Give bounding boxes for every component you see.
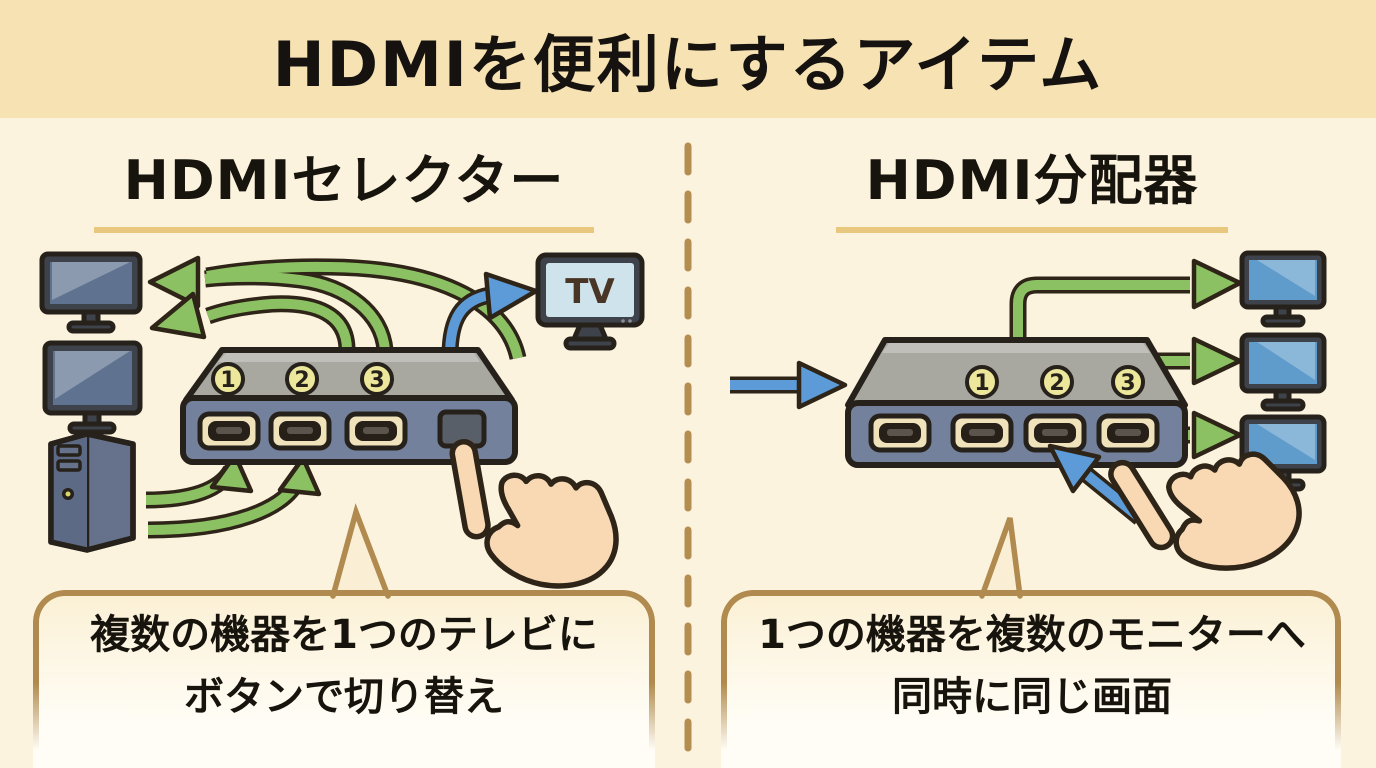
pointing-hand-icon (449, 439, 619, 589)
out-3-label: 3 (1120, 371, 1135, 396)
splitter-caption-bubble-border (721, 590, 1341, 768)
selector-caption-bubble (33, 590, 655, 768)
hdmi-selector-device: 1 2 3 (180, 347, 518, 465)
title-band: HDMIを便利にするアイテム (0, 0, 1376, 118)
blue-arrow-input (730, 360, 848, 410)
monitor-icon-2 (42, 340, 143, 435)
port-1-label: 1 (220, 368, 235, 393)
monitor-icon-1 (39, 251, 143, 334)
out-1-label: 1 (974, 371, 989, 396)
selector-caption-line-1: 複数の機器を1つのテレビに (90, 612, 598, 658)
splitter-caption-bubble (721, 590, 1341, 768)
splitter-caption: 1つの機器を複数のモニターへ 同時に同じ画面 (688, 604, 1376, 728)
selector-caption-line-2: ボタンで切り替え (184, 674, 504, 720)
hdmi-ports (197, 411, 408, 451)
green-arrow-to-monitor-2 (149, 291, 356, 351)
green-arrow-from-pc-1 (145, 452, 254, 509)
blue-arrow-to-tv (441, 271, 539, 357)
selector-bubble-tail (330, 503, 391, 599)
monitor-icon-2 (1239, 332, 1327, 412)
selector-heading-text: HDMIセレクター (93, 136, 595, 233)
green-arrow-from-pc-2 (147, 455, 322, 539)
hdmi-splitter-device: 1 2 3 (845, 337, 1188, 468)
splitter-heading: HDMI分配器 (688, 136, 1376, 233)
hdmi-ports (868, 413, 1160, 453)
panel-hdmi-selector: HDMIセレクター (0, 118, 688, 768)
selector-caption: 複数の機器を1つのテレビに ボタンで切り替え (0, 604, 688, 728)
selector-illustration: 1 2 3 (39, 251, 645, 599)
output-number-badges: 1 2 3 (965, 365, 1145, 399)
splitter-caption-line-1: 1つの機器を複数のモニターへ (758, 612, 1306, 658)
green-arrow-to-monitor-1 (147, 255, 527, 361)
port-2-label: 2 (294, 368, 309, 393)
tv-label: TV (565, 272, 615, 312)
input-number-badges: 1 2 3 (211, 362, 394, 396)
port-3-label: 3 (369, 368, 384, 393)
green-arrow-output-1 (1009, 258, 1243, 348)
pc-tower-icon (48, 431, 136, 553)
splitter-caption-line-2: 同時に同じ画面 (892, 674, 1172, 720)
tv-icon: TV (535, 252, 645, 351)
out-2-label: 2 (1049, 371, 1064, 396)
splitter-illustration: 1 2 3 (730, 250, 1327, 599)
page-title: HDMIを便利にするアイテム (272, 28, 1104, 101)
selector-caption-bubble-border (33, 590, 655, 768)
pointing-hand-icon (1108, 451, 1302, 571)
panel-hdmi-splitter: HDMI分配器 (688, 118, 1376, 768)
selector-heading: HDMIセレクター (0, 136, 688, 233)
splitter-bubble-tail (979, 517, 1023, 599)
dashed-divider (684, 142, 692, 754)
splitter-heading-text: HDMI分配器 (835, 136, 1229, 233)
monitor-icon-1 (1239, 250, 1327, 328)
